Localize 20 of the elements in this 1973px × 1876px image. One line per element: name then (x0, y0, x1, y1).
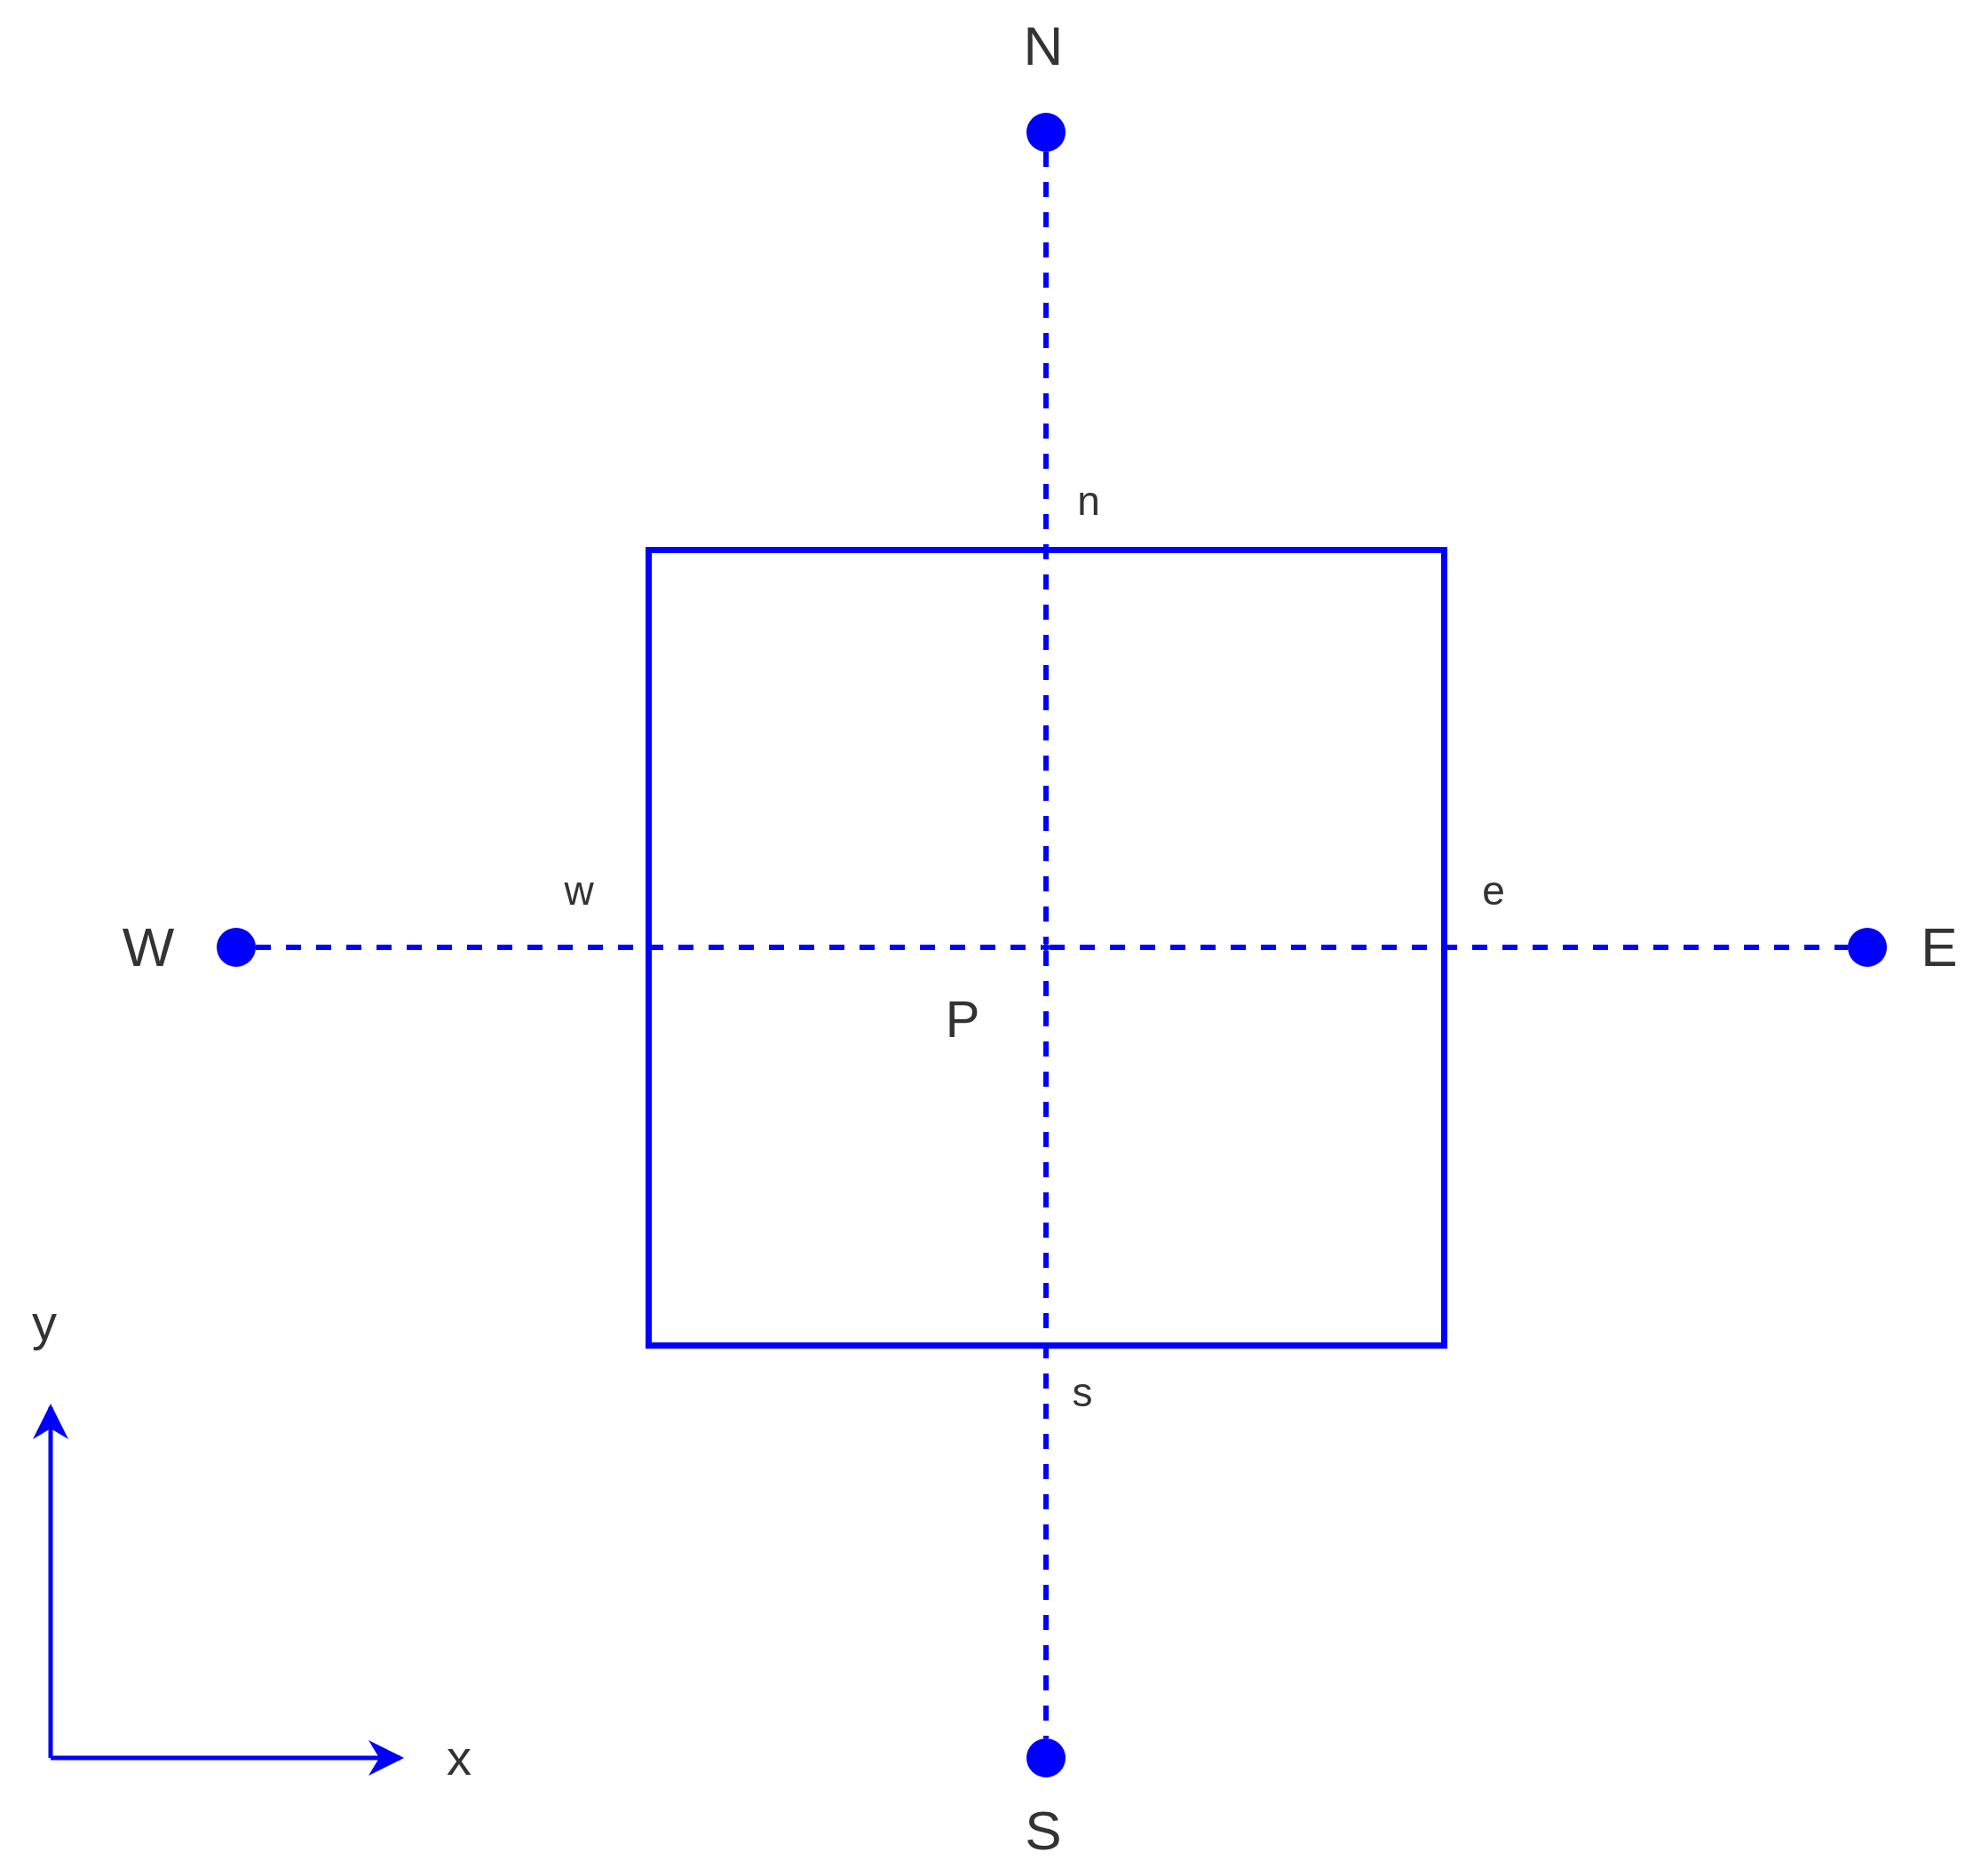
point-label: P (945, 993, 980, 1045)
dashed-line (256, 945, 1042, 950)
grid-point-dot (1026, 1738, 1066, 1777)
face-label: s (1072, 1372, 1093, 1413)
point-label: S (1025, 1803, 1062, 1858)
face-label: w (564, 870, 594, 911)
grid-point-dot (217, 928, 256, 967)
face-label: e (1482, 870, 1505, 911)
grid-point-dot (1026, 113, 1066, 152)
axis-label: x (447, 1733, 471, 1783)
dashed-line (1043, 152, 1049, 944)
grid-point (1042, 944, 1050, 951)
point-label: W (122, 920, 175, 975)
control-volume-box (646, 547, 1447, 1349)
grid-point-dot (1848, 928, 1887, 967)
face-label: n (1077, 480, 1100, 521)
dashed-line (1050, 945, 1848, 950)
point-label: N (1023, 19, 1064, 74)
dashed-line (1043, 951, 1049, 1738)
point-label: E (1921, 920, 1958, 975)
